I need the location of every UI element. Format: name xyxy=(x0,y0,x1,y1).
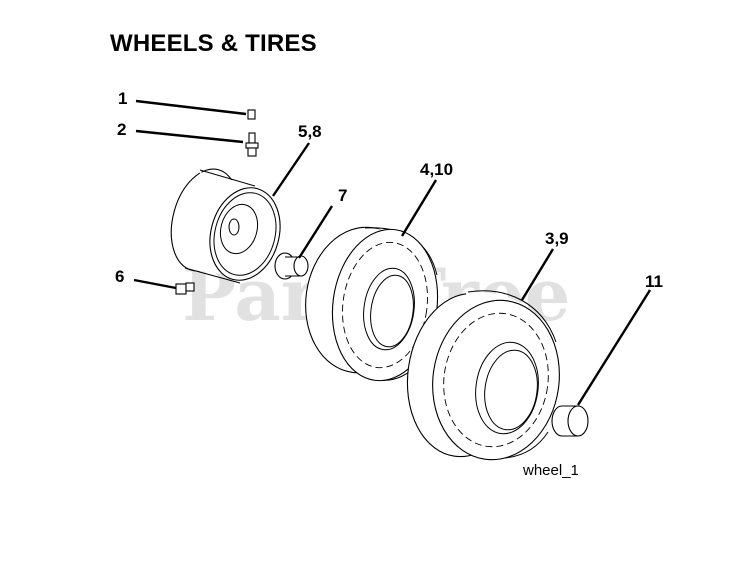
figure-id: wheel_1 xyxy=(522,462,579,479)
bushing-part[interactable] xyxy=(274,205,334,280)
rim-part[interactable] xyxy=(161,142,310,288)
diagram-title: WHEELS & TIRES xyxy=(110,30,317,57)
callout-3-9: 3,9 xyxy=(545,229,569,248)
valve-cap-part[interactable] xyxy=(135,99,256,120)
callout-5-8: 5,8 xyxy=(298,122,322,141)
rear-tire-part[interactable] xyxy=(397,248,569,468)
valve-stem-part[interactable] xyxy=(135,129,259,157)
callout-2: 2 xyxy=(117,120,126,139)
callout-1: 1 xyxy=(118,89,127,108)
bolt-part[interactable] xyxy=(133,278,195,295)
callout-11: 11 xyxy=(645,272,663,291)
callout-7: 7 xyxy=(338,186,347,205)
hub-cap-part[interactable] xyxy=(551,289,652,437)
callout-4-10: 4,10 xyxy=(420,160,453,179)
callout-6: 6 xyxy=(115,267,124,286)
